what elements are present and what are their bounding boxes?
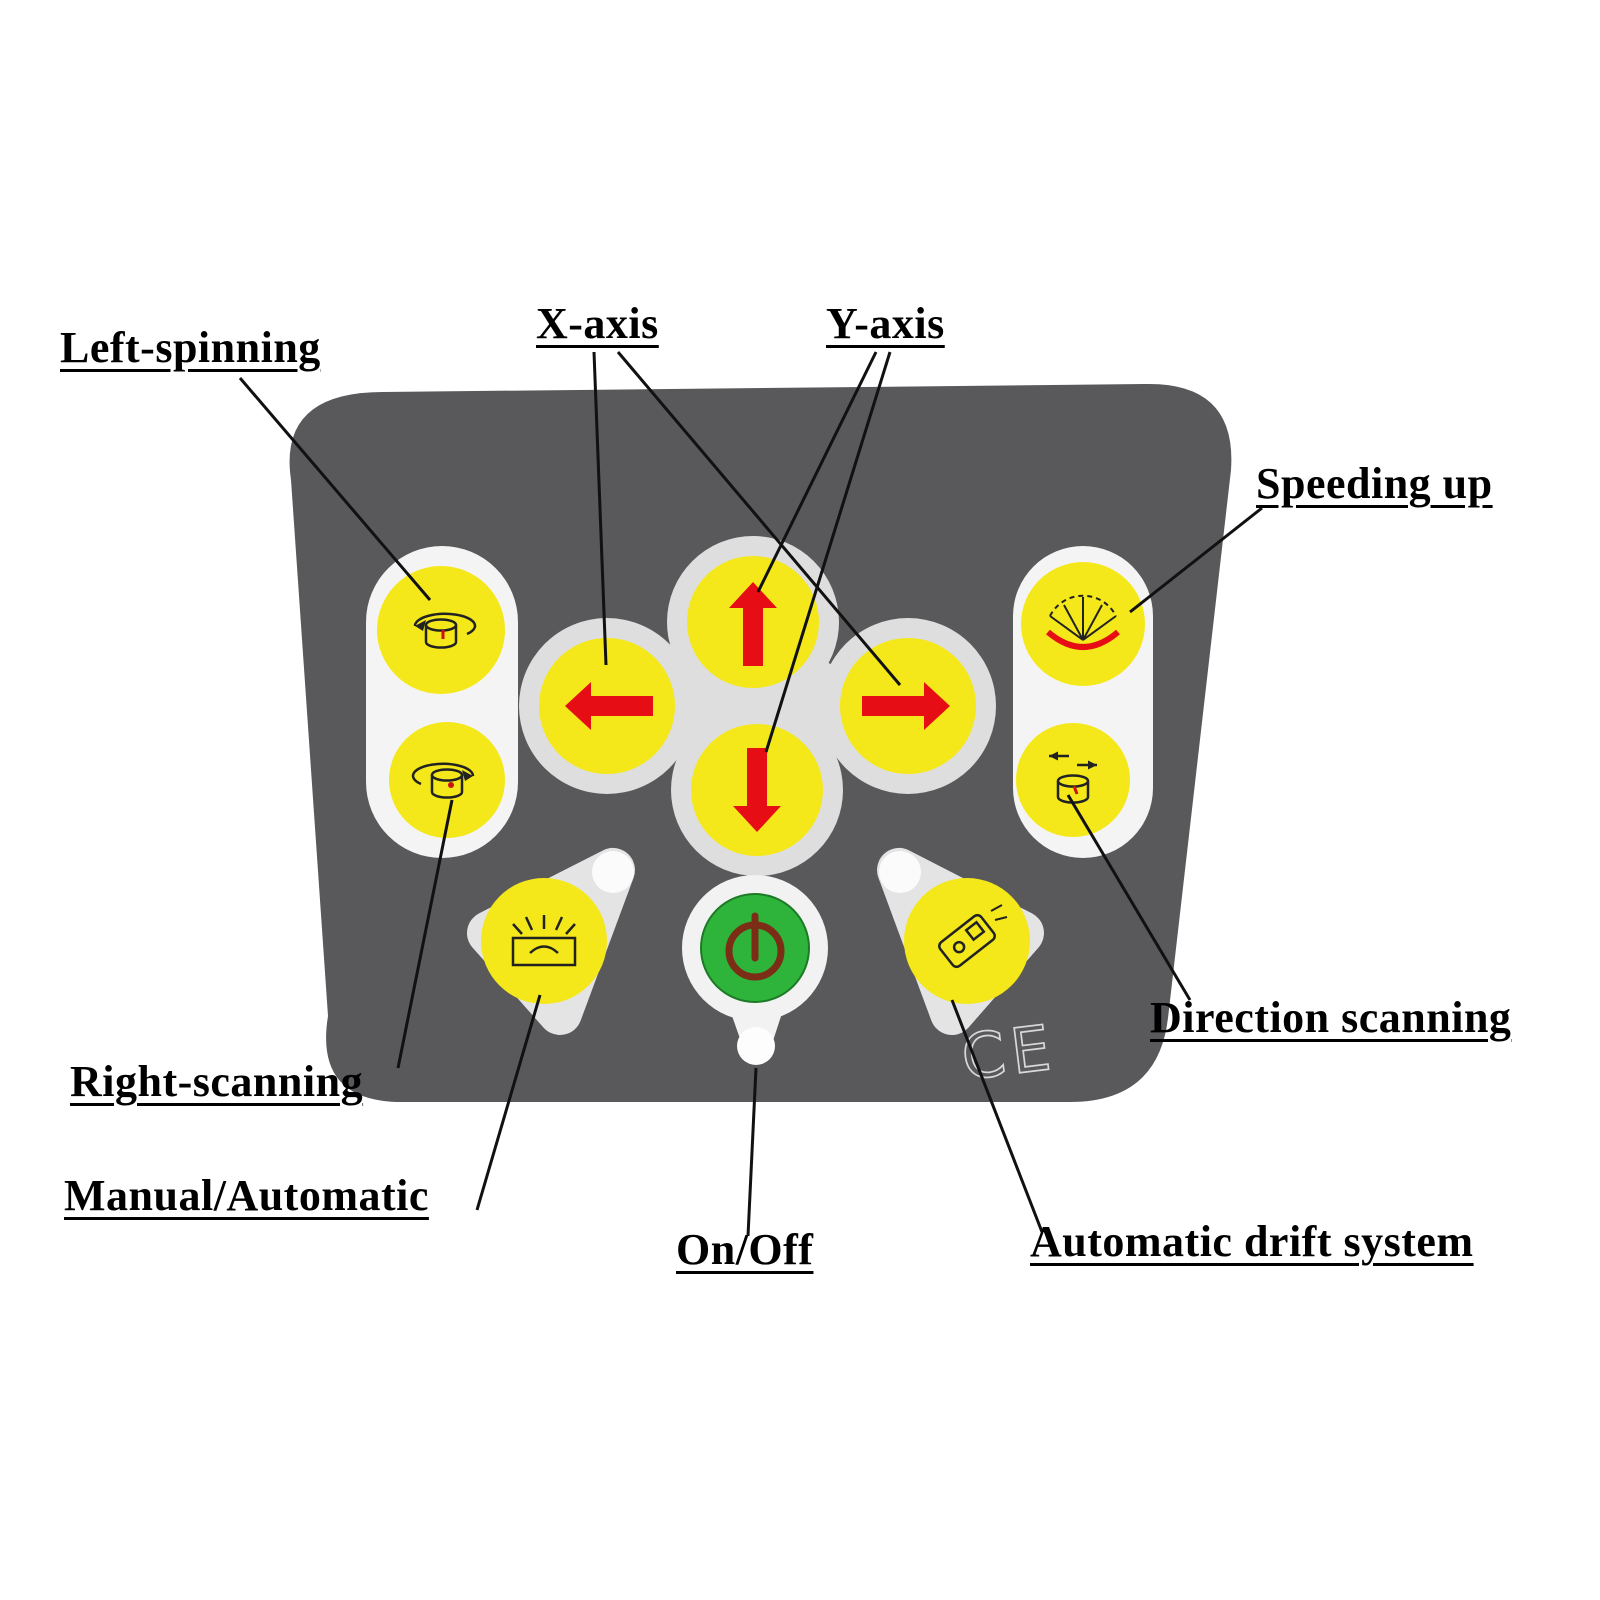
label-manual-automatic: Manual/Automatic — [64, 1171, 429, 1220]
callout-line-direction-scanning — [1066, 794, 1192, 1001]
left-spinning-button[interactable] — [377, 566, 505, 694]
callout-line-x-axis-left — [592, 351, 608, 666]
indicator-dot-right — [879, 851, 921, 893]
power-icon — [725, 912, 785, 981]
callout-line-automatic-drift — [950, 999, 1044, 1233]
automatic-drift-button[interactable] — [904, 878, 1030, 1004]
callout-line-x-axis-right — [616, 351, 902, 686]
speeding-up-button[interactable] — [1021, 562, 1145, 686]
arrow-left-icon — [565, 682, 653, 730]
dpad-left-button[interactable] — [539, 638, 675, 774]
callout-line-right-scanning — [396, 799, 454, 1069]
label-left-spinning: Left-spinning — [60, 323, 321, 372]
right-scanning-button[interactable] — [389, 722, 505, 838]
label-right-scanning: Right-scanning — [70, 1057, 364, 1106]
tilted-device-icon — [938, 904, 1008, 969]
label-speeding-up: Speeding up — [1256, 459, 1493, 508]
rotate-counterclockwise-cylinder-icon — [413, 612, 477, 649]
indicator-dot-bottom — [737, 1027, 775, 1065]
rotate-clockwise-cylinder-icon — [411, 762, 475, 799]
manual-automatic-button[interactable] — [481, 878, 607, 1004]
callout-line-left-spinning — [238, 377, 432, 601]
arrow-up-icon — [729, 582, 777, 666]
label-direction-scanning: Direction scanning — [1150, 993, 1512, 1042]
arrow-down-icon — [733, 748, 781, 832]
callout-line-manual-automatic — [475, 994, 542, 1211]
callout-line-y-axis-up — [756, 351, 878, 593]
dpad-down-button[interactable] — [691, 724, 823, 856]
lamp-rays-icon — [511, 915, 577, 967]
callout-line-y-axis-down — [764, 351, 892, 753]
swap-arrows-cylinder-icon — [1049, 751, 1097, 804]
dpad-up-button[interactable] — [687, 556, 819, 688]
fan-sweep-icon — [1046, 594, 1120, 650]
arrow-right-icon — [862, 682, 950, 730]
callout-line-on-off — [746, 1067, 758, 1237]
label-y-axis: Y-axis — [826, 299, 945, 348]
indicator-dot-left — [592, 851, 634, 893]
callout-lines — [238, 351, 1263, 1237]
callout-line-speeding-up — [1129, 506, 1263, 614]
dpad-right-button[interactable] — [840, 638, 976, 774]
direction-scanning-button[interactable] — [1016, 723, 1130, 837]
power-button[interactable] — [700, 893, 810, 1003]
label-x-axis: X-axis — [536, 299, 659, 348]
ce-mark: CE — [958, 1010, 1061, 1094]
label-on-off: On/Off — [676, 1225, 814, 1274]
label-automatic-drift: Automatic drift system — [1030, 1217, 1474, 1266]
